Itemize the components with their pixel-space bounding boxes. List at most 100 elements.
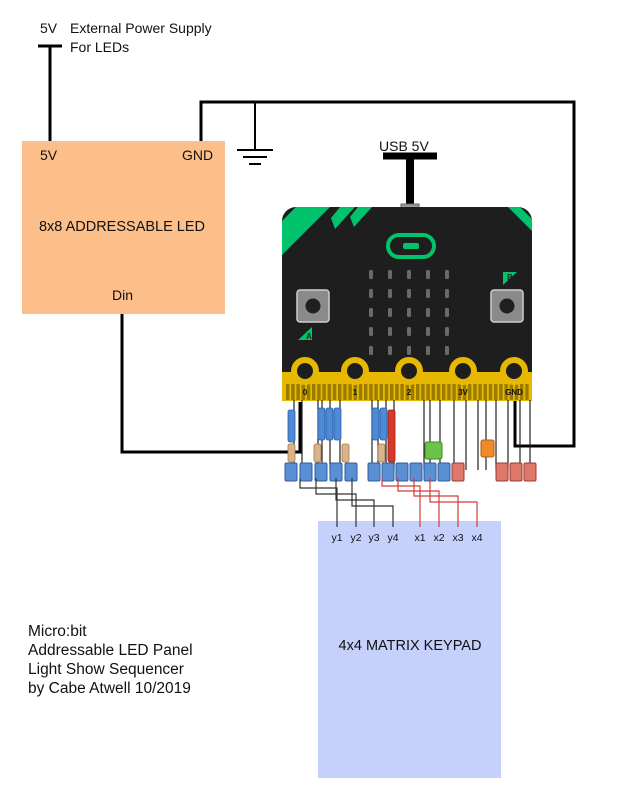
red-jumper-wire [387, 409, 396, 463]
button-a-cap[interactable] [305, 298, 321, 314]
usb-connection: USB 5V [379, 138, 437, 217]
edge-finger [436, 384, 441, 400]
microbit-board [282, 207, 532, 397]
edge-finger [327, 384, 331, 400]
led-panel-body [22, 141, 225, 314]
keypad-pin-y3: y3 [368, 532, 379, 544]
edge-finger [478, 384, 482, 400]
edge-finger [291, 384, 295, 400]
terminal-block [523, 462, 537, 482]
button-a-marker [298, 327, 312, 340]
pin-2-connector: 2 [395, 357, 423, 397]
terminal-block [299, 462, 313, 482]
power-voltage-label: 5V [40, 20, 58, 36]
blue-resistor [317, 407, 326, 441]
terminal-block [314, 462, 328, 482]
edge-finger [395, 384, 399, 400]
microbit: A B 0 1 2 3V GND [282, 207, 532, 401]
matrix-led [445, 270, 449, 279]
pin-gnd-label: GND [505, 388, 523, 397]
keypad-wire [299, 478, 338, 527]
led-panel: 5V GND 8x8 ADDRESSABLE LED Din [22, 141, 225, 314]
terminal-block [495, 462, 509, 482]
button-b-label: B [507, 273, 513, 282]
edge-finger [384, 384, 389, 400]
pin-3v-label: 3V [458, 388, 468, 397]
matrix-led [426, 346, 430, 355]
button-b[interactable]: B [490, 272, 524, 323]
edge-finger [338, 384, 342, 400]
pin-2-ring [395, 357, 423, 385]
terminal-block [395, 462, 409, 482]
matrix-led [369, 270, 373, 279]
pin-0-ring [291, 357, 319, 385]
blue-resistor [379, 407, 388, 441]
terminal-block [284, 462, 298, 482]
matrix-led [426, 270, 430, 279]
edge-finger [317, 384, 321, 400]
led-indicator-orange [480, 439, 495, 458]
terminal-block [409, 462, 423, 482]
matrix-led [445, 289, 449, 298]
orange-led-body [480, 439, 495, 458]
edge-finger [452, 384, 456, 400]
breakout-components [284, 400, 537, 482]
microbit-led-matrix [369, 270, 449, 355]
edge-finger [520, 384, 524, 400]
matrix-led [445, 327, 449, 336]
matrix-led [445, 346, 449, 355]
edge-finger [296, 384, 300, 400]
power-description-line1: External Power Supply [70, 20, 212, 36]
edge-finger [390, 384, 394, 400]
led-pin-din-label: Din [112, 287, 133, 303]
microbit-stripe-1 [331, 207, 355, 229]
matrix-led [388, 270, 392, 279]
microbit-stripe-2 [350, 207, 372, 227]
led-panel-title: 8x8 ADDRESSABLE LED [39, 219, 205, 235]
edge-finger [400, 384, 404, 400]
button-b-marker [503, 272, 517, 285]
tan-resistor [377, 443, 386, 463]
matrix-led [369, 346, 373, 355]
edge-finger [499, 384, 503, 400]
microbit-corner-accent-right [508, 207, 532, 231]
caption-line-4: by Cabe Atwell 10/2019 [28, 680, 191, 697]
pin-1-label: 1 [353, 388, 358, 397]
pin-gnd-connector: GND [500, 357, 528, 397]
edge-finger [358, 384, 363, 400]
edge-finger [431, 384, 435, 400]
edge-finger [462, 384, 467, 400]
edge-finger [457, 384, 461, 400]
terminal-block [451, 462, 465, 482]
led-indicator-green [424, 441, 443, 460]
button-b-cap[interactable] [499, 298, 515, 314]
edge-finger [447, 384, 451, 400]
terminal-block [509, 462, 523, 482]
pin-3v-connector: 3V [449, 357, 477, 397]
edge-finger [343, 384, 347, 400]
microbit-logo-center [403, 243, 419, 249]
tan-resistor [313, 443, 322, 463]
matrix-led [407, 289, 411, 298]
edge-connector-fingers [286, 384, 529, 400]
edge-finger [504, 384, 508, 400]
keypad-body [318, 521, 501, 778]
keypad-pin-y2: y2 [350, 532, 361, 544]
matrix-led [388, 308, 392, 317]
matrix-led [426, 327, 430, 336]
edge-finger [353, 384, 357, 400]
pin-1-connector: 1 [341, 357, 369, 397]
keypad-title: 4x4 MATRIX KEYPAD [339, 638, 482, 654]
pin-0-label: 0 [303, 388, 308, 397]
matrix-led [445, 308, 449, 317]
edge-finger [494, 384, 498, 400]
keypad-wire [351, 478, 394, 527]
blue-resistor [325, 407, 334, 441]
diagram-caption: Micro:bit Addressable LED Panel Light Sh… [28, 622, 193, 698]
matrix-led [407, 270, 411, 279]
pin-0-connector: 0 [291, 357, 319, 397]
blue-resistor [333, 407, 342, 441]
button-a[interactable]: A [296, 289, 330, 341]
